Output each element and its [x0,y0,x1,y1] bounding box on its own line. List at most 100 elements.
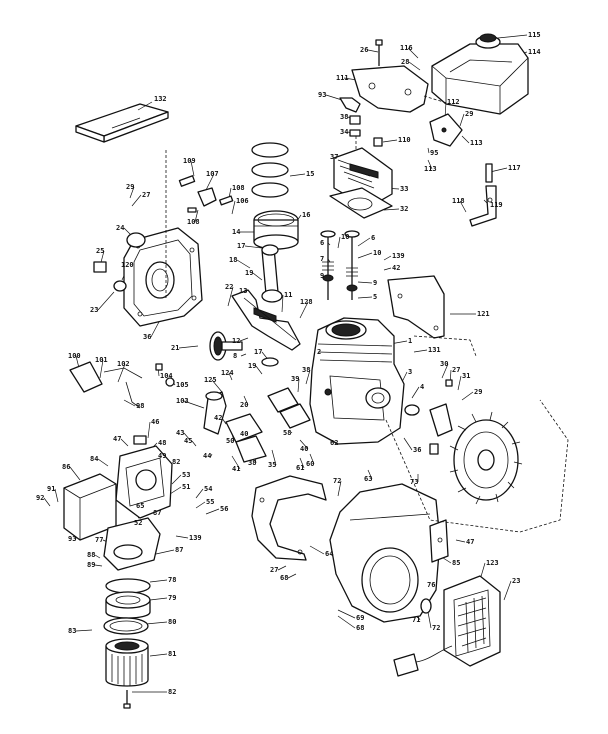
callout-72a: 72 [333,477,341,485]
callout-113a: 113 [470,139,483,147]
callout-62: 62 [330,439,338,447]
callout-29c: 29 [474,388,482,396]
callout-49: 49 [158,452,166,460]
callout-16: 16 [302,211,310,219]
callout-108b: 108 [187,218,200,226]
callout-27a: 27 [142,191,150,199]
callout-leader-93 [325,94,343,101]
gaskets [225,387,311,463]
callout-100: 100 [68,352,81,360]
callout-leader-38b [305,369,311,385]
callout-103: 103 [176,397,189,405]
callout-38c: 38 [248,459,256,467]
callout-41: 41 [232,465,240,473]
callout-64: 64 [325,550,333,558]
callout-139a: 139 [392,252,405,260]
callout-83: 83 [68,627,76,635]
engine-block [309,317,405,445]
callout-11: 11 [284,291,292,299]
callout-35: 35 [268,461,276,469]
callout-leader-101 [99,359,104,379]
callout-leader-131 [413,349,428,353]
callout-leader-108b [194,209,199,223]
callout-23: 23 [90,306,98,314]
callout-125: 125 [204,376,217,384]
callout-leader-27c [277,565,287,571]
air-baffle [251,475,327,561]
callout-3: 3 [408,368,412,376]
callout-38b: 38 [302,366,310,374]
callout-leader-30 [441,363,449,379]
callout-77: 77 [95,536,103,544]
callout-131: 131 [428,346,441,354]
callout-128: 128 [300,298,313,306]
callout-leader-11 [281,294,284,313]
callout-119: 119 [490,201,503,209]
callout-7: 7 [320,255,324,263]
callout-69: 69 [356,614,364,622]
callout-56: 56 [220,505,228,513]
callout-leader-5 [357,296,373,299]
callout-115: 115 [528,31,541,39]
callout-leader-117 [489,167,508,173]
callout-leader-124 [228,372,233,381]
callout-leader-107 [205,173,215,191]
callout-leader-80 [145,621,168,625]
callout-52: 52 [134,519,142,527]
callout-leader-44 [210,453,213,457]
callout-95: 95 [430,149,438,157]
connecting-rod [261,244,283,303]
callout-leader-78 [149,579,168,583]
callout-leader-56 [205,508,220,515]
piston [253,210,299,250]
callout-leader-86 [69,466,81,481]
callout-113b: 113 [424,165,437,173]
callout-82a: 82 [172,458,180,466]
callout-101: 101 [95,356,108,364]
callout-81: 81 [168,650,176,658]
callout-leader-9b [357,281,373,284]
callout-78: 78 [168,576,176,584]
blower-housing [329,483,441,623]
callout-73: 73 [410,478,418,486]
callout-40: 40 [240,430,248,438]
callout-leader-6b [357,237,371,247]
callout-leader-35 [271,449,277,466]
air-filter-gasket [103,617,149,635]
cylinder-head [329,147,393,219]
callout-30: 30 [440,360,448,368]
air-filter-housing [105,578,151,619]
callout-71: 71 [412,616,420,624]
callout-24: 24 [116,224,124,232]
callout-13: 13 [239,287,247,295]
callout-58: 58 [283,429,291,437]
callout-54: 54 [204,485,212,493]
callout-80: 80 [168,618,176,626]
callout-leader-139a [383,255,392,261]
callout-87b: 87 [175,546,183,554]
callout-leader-118 [459,200,467,213]
bolt-26 [375,39,383,66]
callout-40b: 40 [300,445,308,453]
callout-86: 86 [62,463,70,471]
callout-leader-87b [155,549,175,555]
tank-bracket [351,65,451,113]
callout-leader-46 [147,421,151,439]
choke-bracket [69,361,175,409]
callout-leader-68b [337,615,356,629]
callout-leader-64 [309,545,325,555]
callout-37: 37 [330,153,338,161]
callout-45: 45 [184,437,192,445]
callout-leader-55 [195,501,206,509]
callout-leader-102 [117,363,126,383]
callout-36a: 36 [143,333,151,341]
flywheel-parts [404,379,453,455]
callout-leader-139b [175,535,189,539]
callout-50: 50 [226,437,234,445]
callout-51: 51 [182,483,190,491]
callout-42a: 42 [392,264,400,272]
callout-leader-18 [236,259,251,269]
cylinder-shroud [387,275,445,339]
callout-leader-47b [455,539,466,543]
